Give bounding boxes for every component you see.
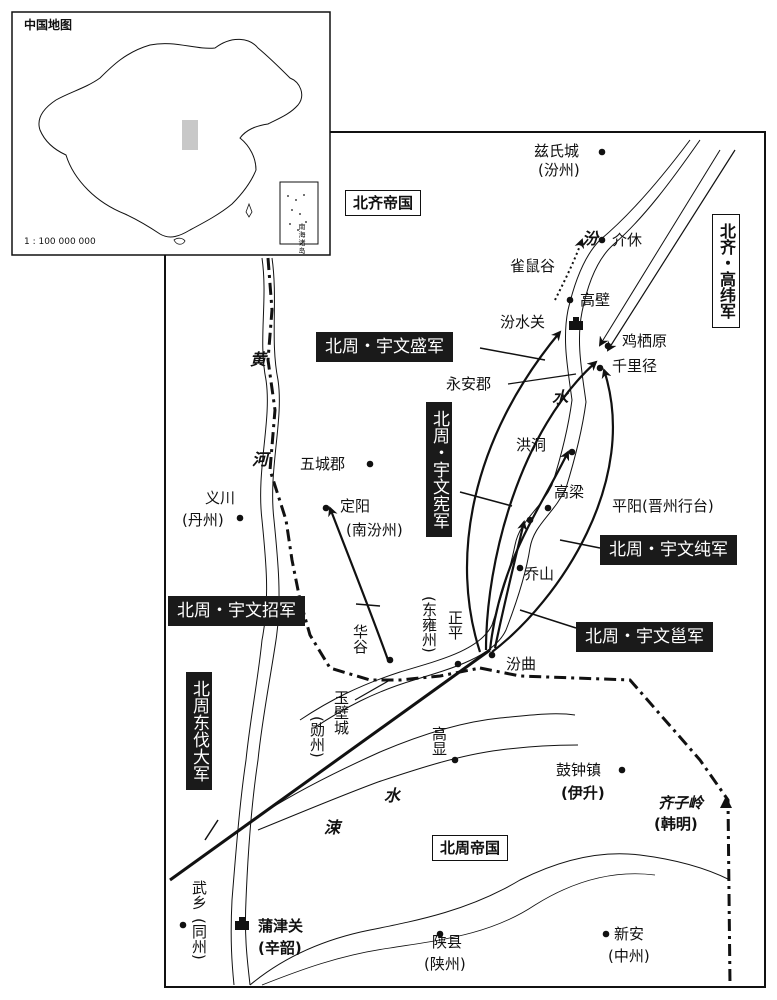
south-sea-box (279, 181, 319, 245)
place-jiexiu: 介休 (612, 231, 643, 249)
border-line-west (266, 257, 481, 682)
army-yuwensheng: 北周・宇文盛军 (316, 332, 453, 362)
yuwenchun-arrow (491, 368, 614, 653)
place-jiqiyuan: 鸡栖原 (622, 332, 668, 350)
place-queshugu: 雀鼠谷 (510, 257, 556, 275)
leader-yuwenchun (559, 539, 601, 549)
qiaoshan-arrow (493, 520, 528, 649)
place-pujinguan-sub: (辛韶) (258, 939, 302, 957)
leader-yuwenzhao (355, 603, 381, 607)
place-shanxian: 陕县 (432, 933, 463, 951)
inset-sea-label: 南海诸岛 (298, 223, 306, 255)
river-fen-1: 汾 (582, 229, 599, 248)
leader-yongan (507, 373, 577, 385)
place-gaobi: 高壁 (580, 291, 611, 309)
army-yuwenkai: 北周・宇文邕军 (576, 622, 713, 652)
place-xinan: 新安 (614, 925, 645, 943)
place-fenshuiguan: 汾水关 (500, 313, 546, 331)
place-huagu: 华谷 (351, 624, 369, 654)
army-box-leader-dongfa (204, 819, 219, 841)
main-map-frame (164, 131, 766, 988)
river-fen-2: 水 (552, 388, 569, 407)
southern-hills (249, 853, 731, 986)
place-dots (179, 148, 626, 938)
su-river-north (267, 713, 576, 811)
place-gaoliang: 高梁 (554, 483, 585, 501)
place-pingyang: 平阳(晋州行台) (612, 497, 714, 515)
place-cishicheng-sub: (汾州) (538, 161, 580, 179)
taiwan-island (245, 202, 253, 218)
place-guzhongzhen: 鼓钟镇 (556, 761, 602, 779)
inset-scale: 1 : 100 000 000 (24, 237, 96, 247)
gaowei-arrow (606, 149, 736, 352)
leader-yuwensheng (479, 347, 546, 361)
yellow-river-west (230, 257, 268, 986)
place-yichuan: 义川 (205, 489, 236, 507)
place-gaoxian: 高显 (430, 726, 448, 756)
border-line-east (479, 666, 732, 986)
pass-symbol-fenshuiguan (569, 317, 583, 330)
gaowei-arrow-2 (598, 149, 721, 347)
place-fenqu: 汾曲 (506, 655, 537, 673)
queshugu-arrow (554, 238, 585, 301)
southern-hills-2 (261, 873, 656, 986)
leader-yubi (354, 679, 391, 701)
hongdong-arrow (488, 450, 570, 651)
inset-map-frame (11, 11, 331, 256)
leader-yuwenkai (519, 609, 577, 629)
yuwensheng-arrow (465, 330, 562, 653)
place-wuchengjun: 五城郡 (300, 455, 346, 473)
region-north-zhou: 北周帝国 (432, 835, 509, 861)
place-qianlijing: 千里径 (612, 357, 658, 375)
place-shanxian-sub: (陕州) (424, 955, 466, 973)
place-guzhongzhen-sub: (伊升) (561, 784, 605, 802)
yellow-river-east (244, 257, 280, 986)
place-yonganjun: 永安郡 (446, 375, 492, 393)
south-sea-islands (287, 194, 307, 231)
hainan-island (173, 237, 186, 245)
place-xunzhou: (勋州) (308, 716, 326, 758)
place-cishicheng: 兹氏城 (534, 142, 580, 160)
army-yuwenxian: 北周・宇文宪军 (426, 402, 452, 537)
army-dongfa: 北周东伐大军 (186, 672, 212, 790)
china-outline (38, 38, 303, 238)
army-yuwenchun: 北周・宇文纯军 (600, 535, 737, 565)
fen-river-east (313, 139, 701, 729)
place-qiziling-sub: (韩明) (654, 815, 698, 833)
place-dingyang-sub: (南汾州) (346, 521, 403, 539)
river-su-1: 涑 (324, 818, 341, 837)
river-huang-1: 黄 (250, 350, 267, 369)
pass-symbol-pujinguan (235, 917, 249, 930)
place-qiziling: 齐子岭 (658, 794, 704, 812)
yuwenzhao-arrow (328, 506, 390, 661)
river-su-2: 水 (384, 786, 401, 805)
place-dingyang: 定阳 (340, 497, 371, 515)
pass-symbol-qiziling (720, 796, 732, 808)
army-gaowei: 北齐・高纬军 (712, 214, 740, 328)
yuwenxian-arrow (484, 360, 598, 651)
place-xinan-sub: (中州) (608, 947, 650, 965)
campaign-line (169, 648, 491, 882)
place-tongzhou: (同州) (190, 918, 208, 960)
place-hongdong: 洪洞 (516, 436, 547, 454)
river-huang-2: 河 (252, 450, 269, 469)
place-dongyongzhou: (东雍州) (420, 596, 438, 653)
inset-title: 中国地图 (24, 18, 73, 32)
place-yichuan-sub: (丹州) (182, 511, 224, 529)
place-zhengping: 正平 (446, 610, 464, 640)
place-yubicheng: 玉壁城 (332, 690, 350, 735)
place-qiaoshan: 乔山 (524, 565, 555, 583)
leader-yuwenxian (459, 491, 513, 507)
place-wuxiang: 武乡 (190, 880, 208, 910)
place-pujinguan: 蒲津关 (258, 917, 304, 935)
highlight-region (182, 120, 198, 150)
army-yuwenzhao: 北周・宇文招军 (168, 596, 305, 626)
su-river-south (257, 744, 579, 831)
region-north-qi: 北齐帝国 (345, 190, 422, 216)
